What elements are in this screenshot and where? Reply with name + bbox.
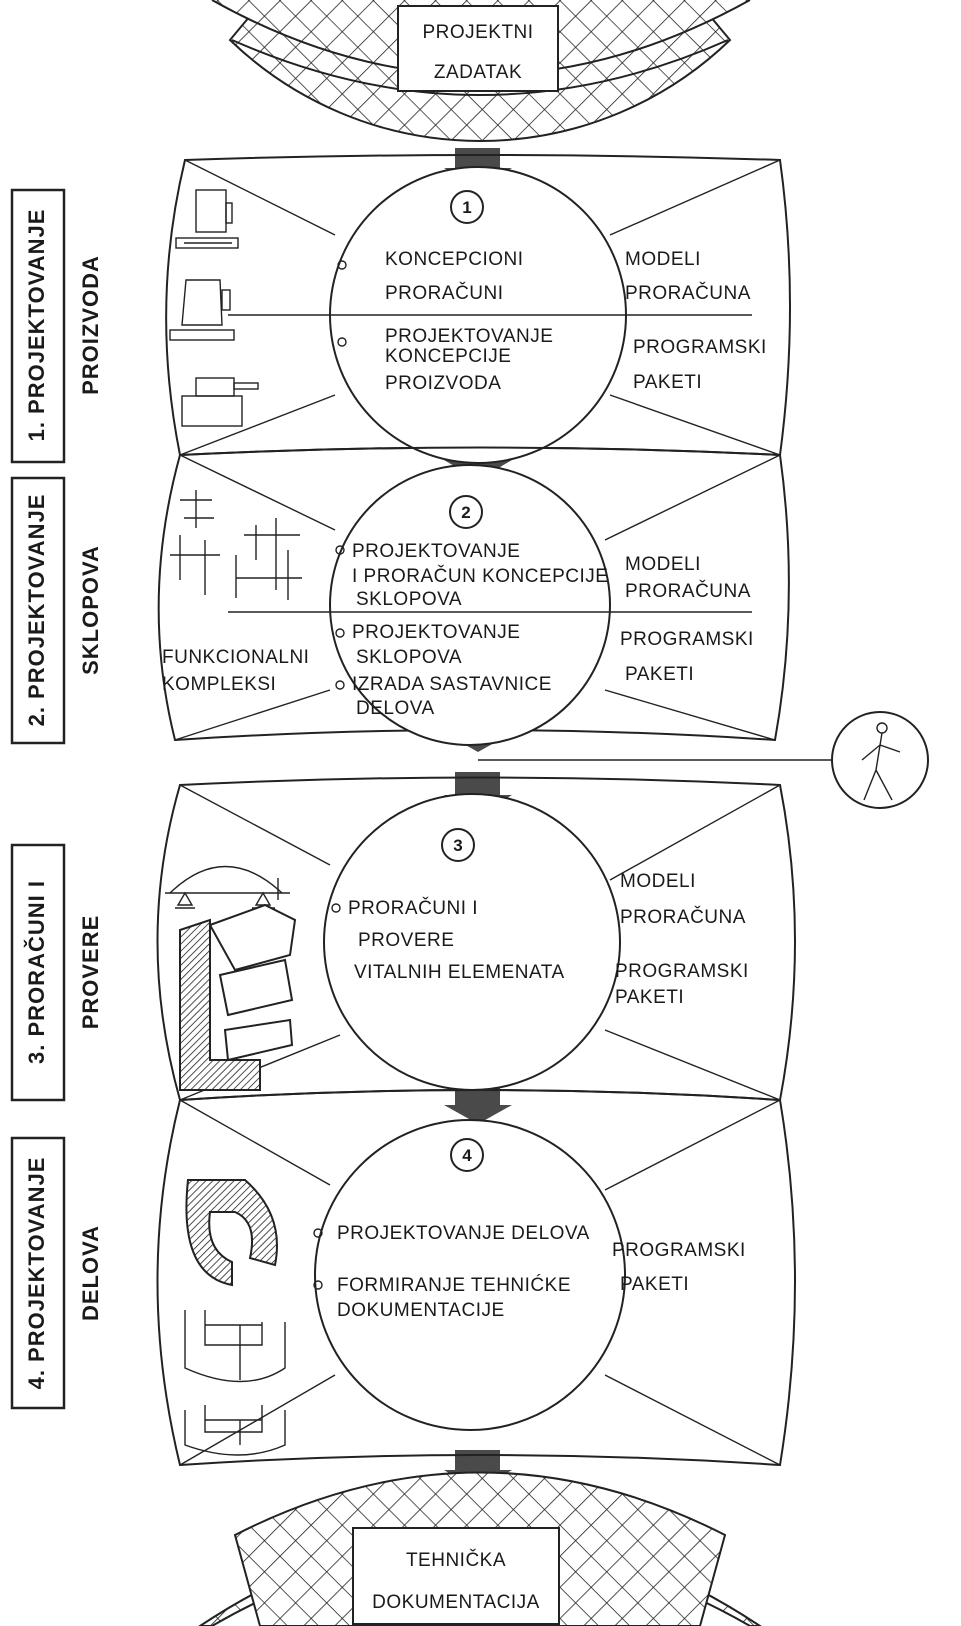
stage-1: 1 KONCEPCIONI PRORAČUNI PROJEKTOVANJE KO… [10,154,791,464]
stage-4-item-2b: DOKUMENTACIJE [337,1300,505,1321]
stage-1-number: 1 [462,198,471,217]
stage-3-right-3: PROGRAMSKI [615,961,749,982]
gear-shaft-icon [170,490,302,600]
stage-3-number: 3 [453,836,462,855]
stage-2-side-line-2: SKLOPOVA [78,545,103,675]
stage-3-right-2: PRORAČUNA [620,906,746,928]
top-box-line-2: ZADATAK [434,62,522,83]
part-c-icon [185,1179,278,1287]
stage-2-item-2b: SKLOPOVA [356,647,462,668]
stage-3-side-label: 3. PRORAČUNI I PROVERE [10,843,103,1102]
stage-1-item-1b: PRORAČUNI [385,282,504,304]
stage-2-item-3a: IZRADA SASTAVNICE [352,674,552,695]
stage-2-item-1c: SKLOPOVA [356,589,462,610]
stage-4-number-badge [450,1138,484,1172]
stage-2-right-3: PROGRAMSKI [620,629,754,650]
top-box: PROJEKTNI ZADATAK [397,5,559,92]
stage-4: 4 PROJEKTOVANJE DELOVA FORMIRANJE TEHNIĆ… [10,1089,796,1467]
beam-icon [165,865,290,909]
stage-1-item-1a: KONCEPCIONI [385,249,524,270]
stage-3-side-line-2: PROVERE [78,915,103,1030]
stage-3: 3 PRORAČUNI I PROVERE VITALNIH ELEMENATA… [10,776,796,1102]
stage-4-item-2a: FORMIRANJE TEHNIĆKE [337,1274,571,1296]
stage-1-side-line-2: PROIZVODA [78,255,103,395]
stage-3-number-badge [441,828,475,862]
stage-3-item-1c: VITALNIH ELEMENATA [354,962,565,983]
stage-1-right-2: PRORAČUNA [625,282,751,304]
stage-4-side-label: 4. PROJEKTOVANJE DELOVA [10,1136,103,1410]
stage-2-item-1a: PROJEKTOVANJE [352,541,520,562]
stage-2-circle [329,464,611,746]
bottom-box-frame [352,1527,560,1625]
stage-3-right-1: MODELI [620,871,696,892]
stage-1-right-4: PAKETI [633,372,702,393]
flow-arrow-4 [444,1085,512,1124]
part-u-icon [184,1310,286,1456]
stage-1-item-2a: PROJEKTOVANJE [385,326,553,347]
stage-4-side-line-1: 4. PROJEKTOVANJE [24,1157,49,1390]
bottom-box-line-1: TEHNIČKA [406,1549,506,1571]
stage-1-right-1: MODELI [625,249,701,270]
stage-2-right-1: MODELI [625,554,701,575]
bottom-box-line-2: DOKUMENTACIJA [372,1592,540,1613]
stage-4-circle [314,1119,626,1431]
stage-1-side-line-1: 1. PROJEKTOVANJE [24,209,49,442]
stage-2-left-2: KOMPLEKSI [162,674,276,695]
stage-2-number: 2 [461,503,470,522]
stage-4-right-1: PROGRAMSKI [612,1240,746,1261]
top-box-line-1: PROJEKTNI [422,22,533,43]
stage-3-item-1b: PROVERE [358,930,454,951]
plotter-icon [181,377,259,427]
stage-1-right-3: PROGRAMSKI [633,337,767,358]
stage-2-item-1b: I PRORAČUN KONCEPCIJE [352,565,608,587]
stage-1-item-2c: PROIZVODA [385,373,501,394]
stage-4-item-1: PROJEKTOVANJE DELOVA [337,1223,590,1244]
stage-4-right-2: PAKETI [620,1274,689,1295]
stage-2-side-line-1: 2. PROJEKTOVANJE [24,494,49,727]
stage-2-right-2: PRORAČUNA [625,580,751,602]
stage-3-right-4: PAKETI [615,987,684,1008]
stage-2-number-badge [449,495,483,529]
monitor-icon [169,279,235,341]
stage-3-side-line-1: 3. PRORAČUNI I [24,880,49,1064]
stage-1-item-2b: KONCEPCIJE [385,346,511,367]
bottom-box: TEHNIČKA DOKUMENTACIJA [352,1527,560,1625]
housing-icon [179,903,297,1091]
stage-2-item-3b: DELOVA [356,698,435,719]
stage-1-side-label: 1. PROJEKTOVANJE PROIZVODA [10,188,103,464]
stage-4-number: 4 [462,1146,472,1165]
stage-2-right-4: PAKETI [625,664,694,685]
stage-4-side-line-2: DELOVA [78,1225,103,1321]
stage-2-left-1: FUNKCIONALNI [162,647,309,668]
stage-3-item-1a: PRORAČUNI I [348,897,478,919]
designer-figure-icon [831,711,929,809]
stage-1-number-badge [450,190,484,224]
stage-2-side-label: 2. PROJEKTOVANJE SKLOPOVA [10,476,103,745]
top-box-frame [397,5,559,92]
stage-2-item-2a: PROJEKTOVANJE [352,622,520,643]
stage-2: 2 PROJEKTOVANJE I PRORAČUN KONCEPCIJE SK… [10,446,790,746]
workstation-icon [175,189,239,249]
